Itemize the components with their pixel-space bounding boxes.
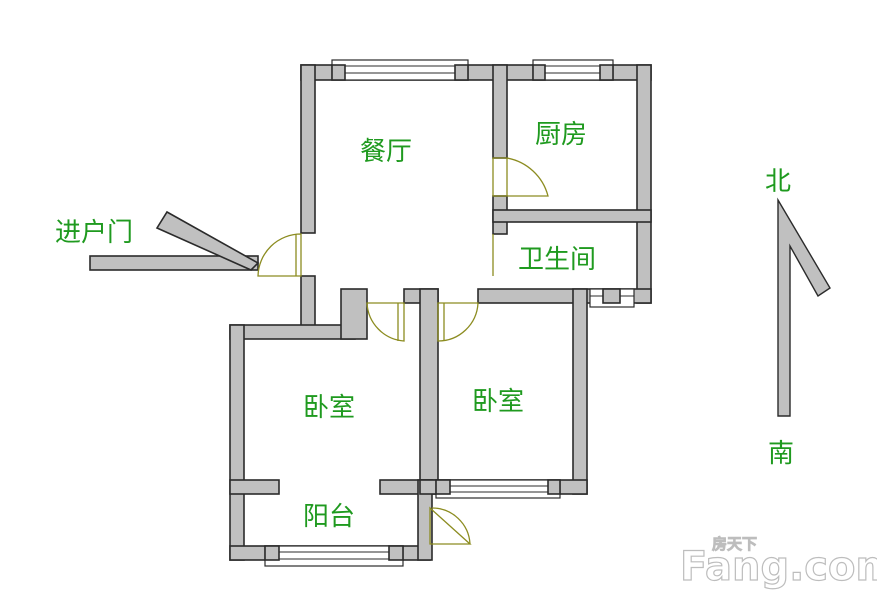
room-label-balcony: 阳台 bbox=[303, 502, 355, 532]
room-label-bathroom: 卫生间 bbox=[518, 245, 596, 275]
compass-south-label: 南 bbox=[768, 439, 794, 469]
wall-mid-center-2 bbox=[419, 288, 439, 490]
north-arrow-icon bbox=[777, 197, 831, 417]
wall-left-upper-low bbox=[300, 275, 316, 327]
room-label-bedroom-left: 卧室 bbox=[303, 393, 355, 423]
wall-mid-left bbox=[229, 324, 356, 340]
wall-right-lower bbox=[572, 288, 588, 495]
door-bedroom-right bbox=[437, 302, 479, 342]
watermark-sub: 房天下 bbox=[712, 535, 757, 553]
compass: 北 南 bbox=[765, 167, 831, 469]
wall-mid-stub bbox=[340, 288, 368, 340]
wall-left-upper bbox=[300, 64, 316, 234]
entrance-label: 进户门 bbox=[55, 218, 133, 248]
wall-kitchen-bath bbox=[492, 209, 652, 223]
wall-left-lower bbox=[229, 324, 245, 561]
watermark-logo: Fang.com bbox=[680, 544, 877, 590]
door-balcony bbox=[429, 506, 472, 545]
window-dining bbox=[331, 59, 469, 81]
room-label-dining: 餐厅 bbox=[360, 137, 412, 167]
room-labels: 餐厅 厨房 卫生间 卧室 卧室 阳台 进户门 bbox=[55, 120, 596, 532]
wall-right-upper bbox=[636, 64, 652, 304]
window-balcony bbox=[264, 545, 404, 567]
room-label-bedroom-right: 卧室 bbox=[472, 387, 524, 417]
door-bedroom-left bbox=[366, 302, 405, 342]
compass-north-label: 北 bbox=[765, 167, 791, 197]
room-label-kitchen: 厨房 bbox=[535, 120, 587, 150]
wall-balcony-stub-left bbox=[229, 479, 280, 495]
door-entrance bbox=[257, 233, 302, 277]
window-bedroom-right bbox=[435, 479, 561, 499]
door-kitchen bbox=[492, 157, 549, 197]
entrance-door-panel bbox=[155, 210, 260, 271]
wall-divider-dining-kitchen-top bbox=[492, 64, 508, 159]
watermark: 房天下 Fang.com bbox=[679, 535, 877, 591]
doors bbox=[257, 157, 549, 545]
windows bbox=[264, 59, 635, 567]
